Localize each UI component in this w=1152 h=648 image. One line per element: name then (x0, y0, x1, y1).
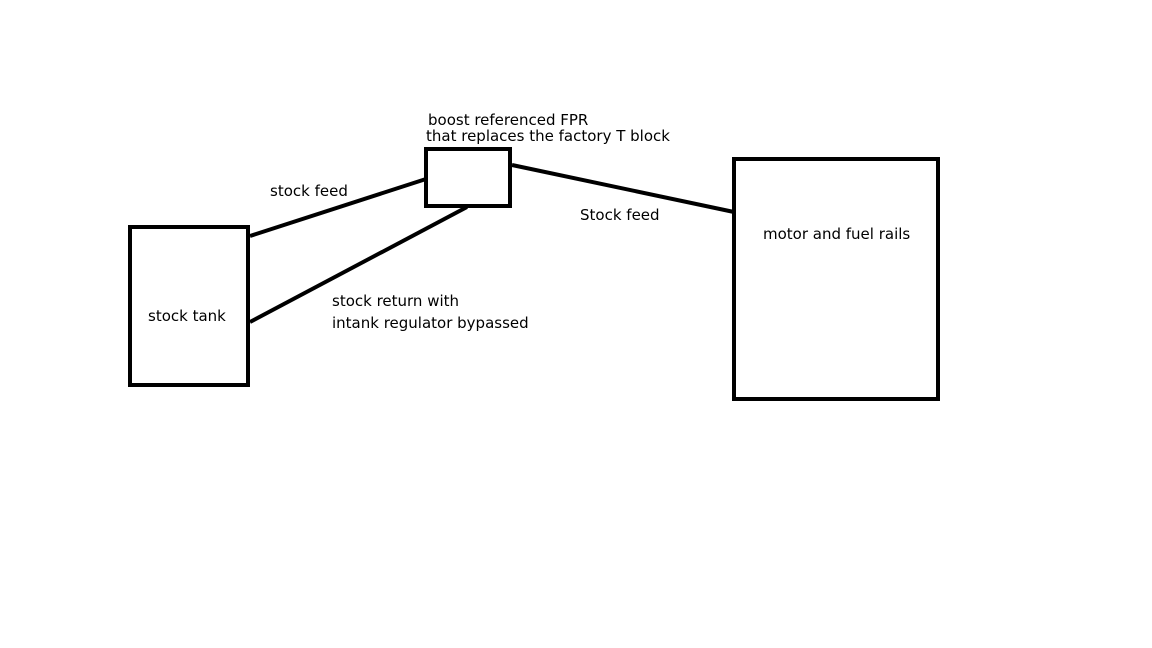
stock-feed-label-right: Stock feed (580, 206, 660, 224)
motor-fuel-rails-label: motor and fuel rails (763, 225, 911, 243)
fpr-label-line2: that replaces the factory T block (426, 127, 670, 145)
motor-fuel-rails-box (732, 157, 940, 401)
edge-fpr-to-tank-return (249, 205, 468, 324)
stock-return-label-line1: stock return with (332, 292, 460, 310)
stock-feed-label-left: stock feed (270, 182, 348, 200)
edge-fpr-to-motor-feed (511, 163, 735, 214)
fpr-label-line1: boost referenced FPR (428, 111, 589, 129)
stock-return-label-line2: intank regulator bypassed (332, 314, 529, 332)
stock-tank-box (128, 225, 250, 387)
edge-tank-to-fpr-feed (249, 177, 427, 238)
fpr-box (424, 147, 512, 208)
stock-tank-label: stock tank (148, 307, 226, 325)
